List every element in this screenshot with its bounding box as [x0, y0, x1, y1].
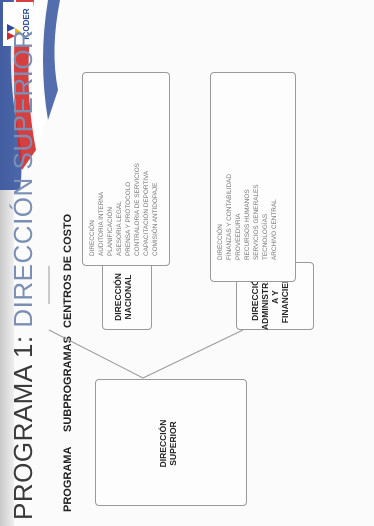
subprogram-nacional-label: DIRECCIÓN NACIONAL — [113, 264, 133, 330]
cost-center-list-nacional: DIRECCIÓN AUDITORIA INTERNA PLANIFICACIÓ… — [88, 163, 160, 256]
cost-center-item: SERVICIOS GENERALES — [253, 184, 260, 260]
cost-center-item: CAPACITACIÓN DEPORTIVA — [143, 170, 150, 256]
cost-center-item: DIRECCIÓN — [89, 220, 96, 256]
program-box-line1: DIRECCIÓN — [158, 419, 168, 468]
icoder-logo: ICODER — [3, 2, 33, 46]
cost-center-item: ARCHIVO CENTRAL — [271, 199, 278, 260]
cost-center-list-administrativa: DIRECCIÓN FINANZAS Y CONTABILIDAD PROVEE… — [216, 174, 279, 260]
cost-center-item: PLANIFICACIÓN — [107, 206, 114, 256]
cost-center-item: PRENSA Y PROTOCOLO — [125, 181, 132, 256]
cost-center-item: ASESORIA LEGAL — [116, 201, 123, 256]
subprogram-nacional-line1: DIRECCIÓN — [113, 273, 123, 321]
program-box-label: DIRECCIÓN SUPERIOR — [158, 381, 178, 506]
cost-center-item: FINANZAS Y CONTABILIDAD — [226, 174, 233, 260]
logo-text: ICODER — [22, 8, 31, 39]
cost-center-item: CONTRALORIA DE SERVICIOS — [134, 163, 141, 256]
cost-center-item: PROVEEDURIA — [235, 213, 242, 260]
cost-center-item: RECURSOS HUMANOS — [244, 189, 251, 260]
cost-center-item: TECNOLOGÍAS — [262, 213, 269, 260]
cost-center-item: COMISIÓN ANTIDOPAJE — [152, 182, 159, 256]
subprogram-nacional-line2: NACIONAL — [123, 274, 133, 320]
program-box-line2: SUPERIOR — [168, 421, 178, 466]
cost-center-item: DIRECCIÓN — [217, 224, 224, 260]
cost-center-item: AUDITORIA INTERNA — [98, 191, 105, 256]
